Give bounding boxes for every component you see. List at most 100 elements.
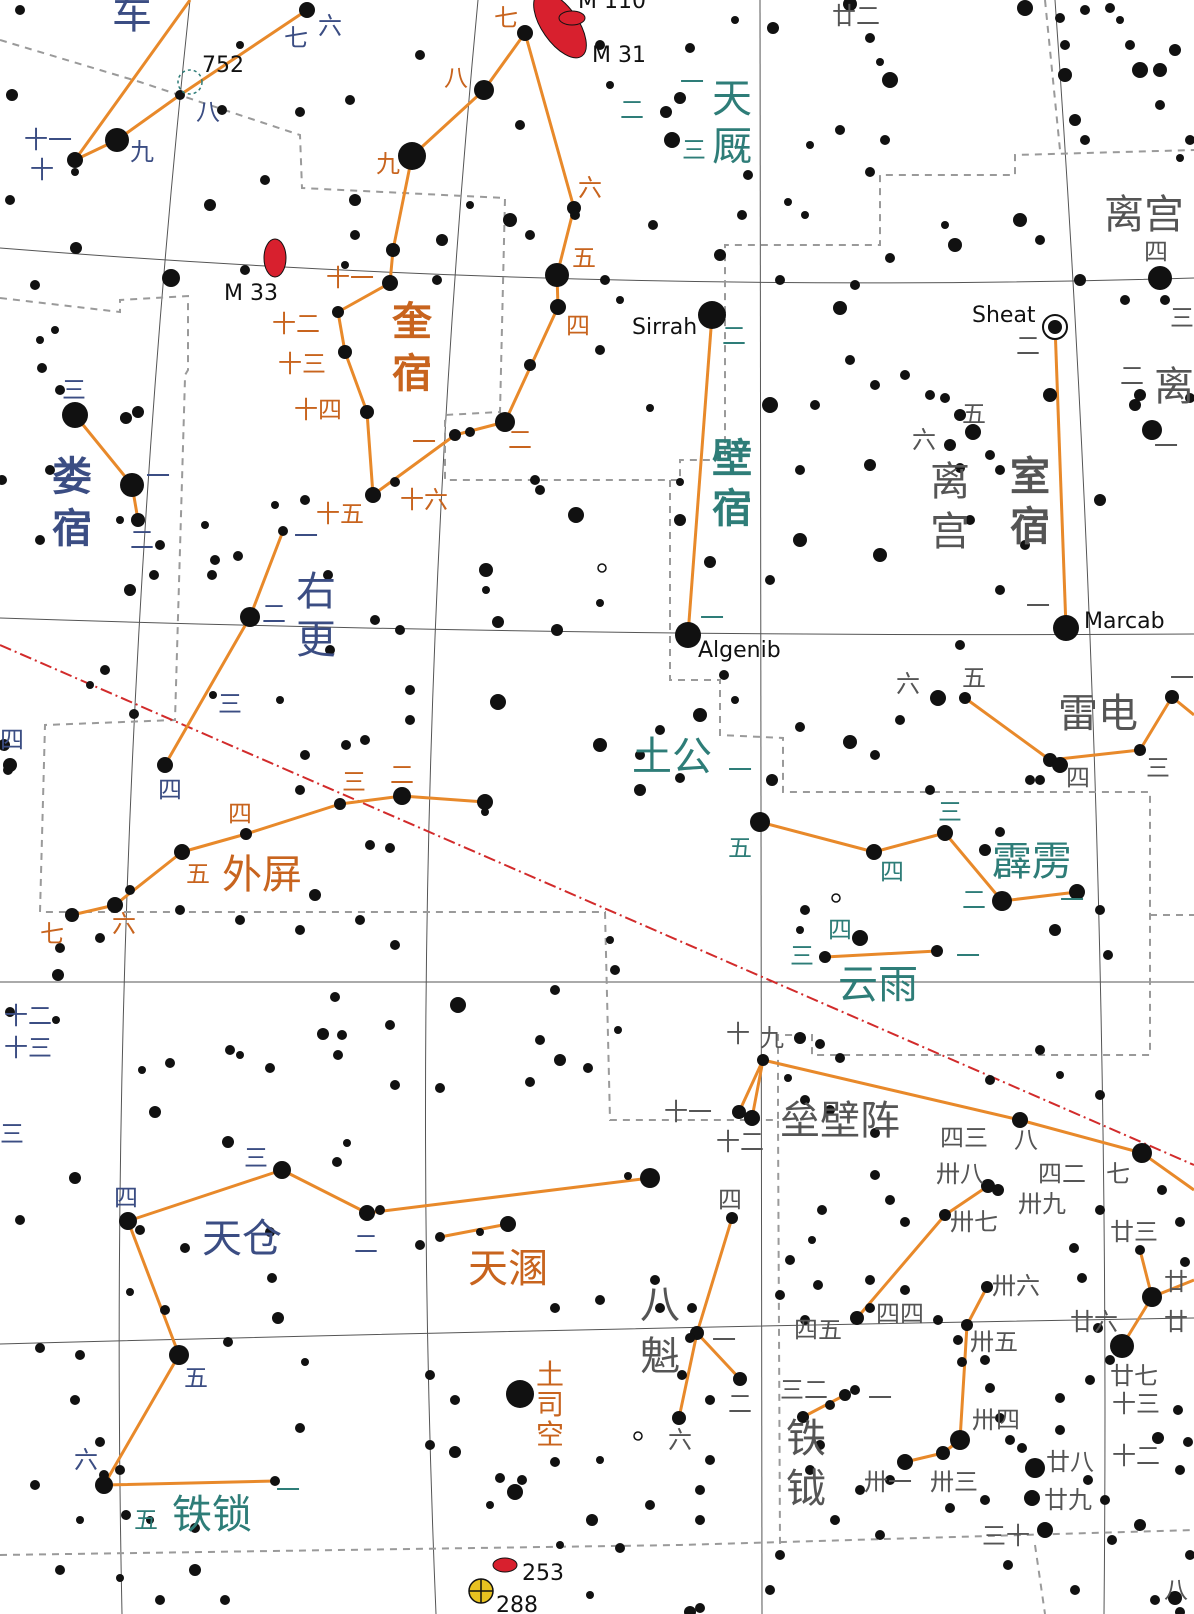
index-label: 四 — [566, 312, 590, 340]
index-label: 十二 — [272, 310, 320, 338]
star-dot — [1049, 924, 1061, 936]
star-dot — [1069, 1243, 1079, 1253]
star-dot — [684, 1606, 696, 1614]
star-dot — [992, 1184, 1004, 1196]
index-label: 一 — [956, 942, 980, 970]
star-dot — [240, 607, 260, 627]
index-label: 四 — [718, 1186, 742, 1214]
index-label: 十六 — [400, 486, 448, 514]
planetary-nebula-icon — [597, 563, 607, 573]
index-label: 四 — [1066, 764, 1090, 792]
star-dot — [850, 1385, 860, 1395]
star-dot — [570, 210, 580, 220]
star-dot — [897, 1454, 913, 1470]
index-label: 二 — [390, 761, 414, 789]
star-dot — [843, 735, 857, 749]
star-dot — [885, 253, 895, 263]
star-dot — [37, 363, 47, 373]
index-label: 廿 — [1164, 1308, 1188, 1336]
name-ligong: 离宫 — [930, 459, 970, 555]
star-dot — [180, 1243, 190, 1253]
star-dot — [223, 1337, 233, 1347]
index-label: 四 — [114, 1184, 138, 1212]
star-dot — [864, 459, 876, 471]
constellation-names: 车 天厩 离宫 离 奎宿 娄宿 壁宿 离宫 室宿 右更 土公 雷电 外屏 霹雳 … — [52, 0, 1194, 1538]
star-dot — [495, 412, 515, 432]
star-dot — [985, 450, 995, 460]
star-dot — [265, 1227, 275, 1237]
star-dot — [345, 95, 355, 105]
star-dot — [1132, 62, 1148, 78]
label-marcab: Marcab — [1084, 609, 1165, 634]
index-label: 十五 — [316, 500, 364, 528]
star-dot — [517, 1475, 527, 1485]
index-label: 五 — [134, 1506, 158, 1534]
index-label: 廿 — [1164, 1268, 1188, 1296]
star-dot — [931, 945, 943, 957]
star-dot — [52, 969, 64, 981]
star-dot — [648, 220, 658, 230]
index-label: 卅五 — [970, 1328, 1018, 1356]
star-dot — [1083, 1475, 1093, 1485]
star-dot — [1180, 1257, 1190, 1267]
star-dot — [839, 1389, 851, 1401]
star-dot — [714, 249, 726, 261]
star-dot — [550, 299, 566, 315]
star-dot — [687, 1303, 697, 1313]
index-label: 四三 — [940, 1124, 988, 1152]
index-label: 二 — [728, 1390, 752, 1418]
star-dot — [674, 92, 686, 104]
star-dot — [825, 1400, 835, 1410]
index-label: 四 — [158, 776, 182, 804]
star-dot — [0, 475, 7, 485]
star-dot — [76, 1516, 84, 1524]
star-dot — [705, 1395, 715, 1405]
star-dot — [870, 380, 880, 390]
star-dot — [35, 1343, 45, 1353]
star-dot — [1185, 393, 1194, 403]
star-dot — [1055, 13, 1065, 23]
star-dot — [1175, 1607, 1185, 1614]
star-dot — [880, 135, 890, 145]
star-dot — [664, 132, 680, 148]
star-dot — [596, 1456, 604, 1464]
star-dot — [317, 1028, 329, 1040]
star-dot — [1070, 1585, 1080, 1595]
index-label: 二 — [262, 600, 286, 628]
star-dot — [948, 238, 962, 252]
index-label: 三 — [1146, 754, 1170, 782]
star-dot — [267, 1273, 277, 1283]
star-dot — [1103, 950, 1113, 960]
index-label: 十一 — [326, 264, 374, 292]
star-dot — [490, 694, 506, 710]
star-dot — [810, 400, 820, 410]
star-dot — [815, 1440, 825, 1450]
star-dot — [360, 735, 370, 745]
star-dot — [301, 1358, 309, 1366]
star-dot — [235, 915, 245, 925]
star-dot — [405, 715, 415, 725]
star-dot — [944, 439, 956, 451]
name-che: 车 — [112, 0, 152, 38]
star-dot — [295, 1423, 305, 1433]
index-label: 五 — [728, 834, 752, 862]
star-dot — [610, 965, 620, 975]
star-dot — [1056, 1071, 1064, 1079]
star-dot — [1095, 905, 1105, 915]
star-dot — [545, 263, 569, 287]
index-label: 四二 — [1038, 1160, 1086, 1188]
star-dot — [936, 1446, 950, 1460]
star-dot — [99, 1470, 109, 1480]
star-dot — [677, 1370, 687, 1380]
name-ligong-top: 离宫 — [1104, 192, 1184, 238]
star-dot — [595, 345, 605, 355]
star-dot — [698, 301, 726, 329]
star-dot — [236, 41, 244, 49]
star-dot — [272, 1312, 284, 1324]
star-dot — [129, 709, 139, 719]
index-label: 三 — [938, 798, 962, 826]
star-dot — [1003, 1560, 1013, 1570]
